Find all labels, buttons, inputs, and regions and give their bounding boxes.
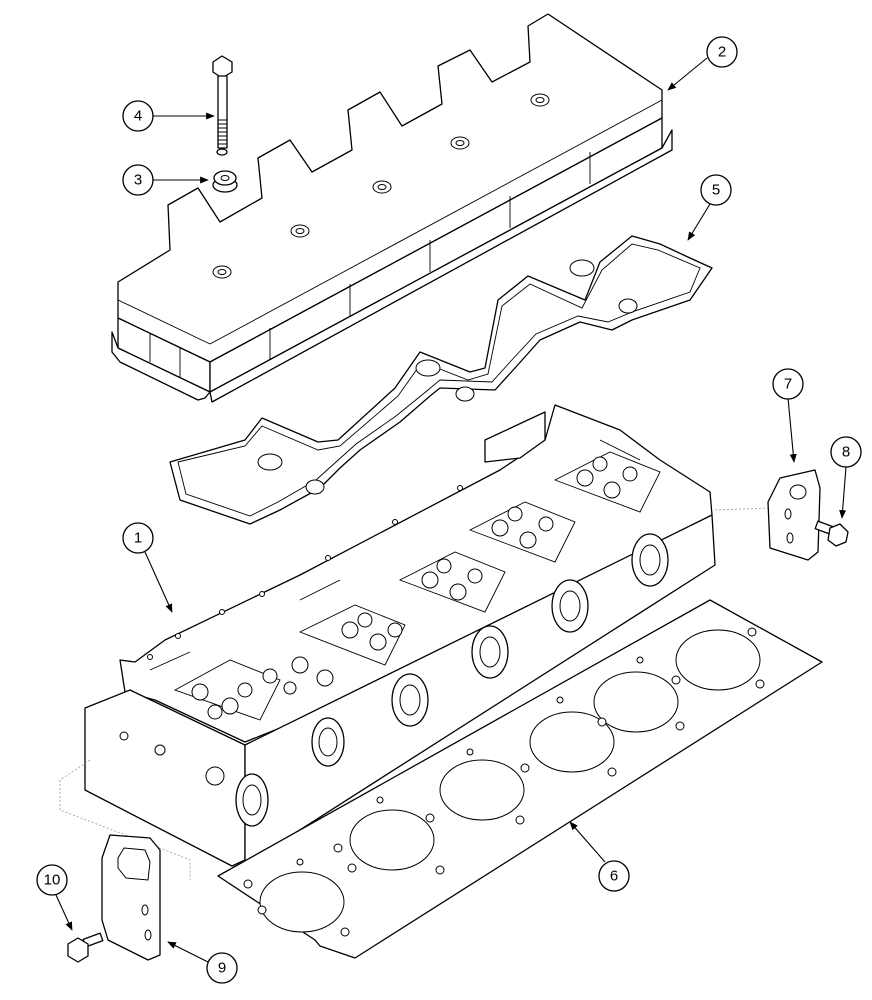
cylinder-head-part xyxy=(59,404,771,880)
callout-8-label: 8 xyxy=(842,444,850,461)
callout-10: 10 xyxy=(36,864,73,931)
callout-7: 7 xyxy=(772,368,804,463)
head-gasket-part xyxy=(217,599,823,959)
callout-4-label: 4 xyxy=(134,108,142,125)
callout-5-label: 5 xyxy=(712,182,720,199)
bolt-part xyxy=(212,55,233,156)
callout-3-label: 3 xyxy=(134,172,142,189)
callout-1: 1 xyxy=(122,522,173,613)
callout-6-label: 6 xyxy=(610,868,618,885)
grommet-part xyxy=(212,170,238,193)
valve-cover-gasket-part xyxy=(169,235,713,525)
callout-2-label: 2 xyxy=(718,44,726,61)
callout-10-label: 10 xyxy=(44,872,61,889)
callout-3: 3 xyxy=(122,164,209,196)
callout-8: 8 xyxy=(830,436,862,519)
callout-9: 9 xyxy=(167,941,238,984)
callout-9-label: 9 xyxy=(218,960,226,977)
bracket-bolt-right-part xyxy=(814,520,849,547)
bracket-bolt-left-part xyxy=(67,932,104,963)
callout-6: 6 xyxy=(569,821,630,892)
callout-5: 5 xyxy=(687,174,732,241)
valve-cover-part xyxy=(111,13,673,403)
lifting-bracket-right-part xyxy=(767,469,821,561)
callout-4: 4 xyxy=(122,100,215,132)
callout-7-label: 7 xyxy=(784,376,792,393)
callout-2: 2 xyxy=(667,36,738,91)
callout-1-label: 1 xyxy=(134,530,142,547)
lifting-bracket-left-part xyxy=(101,834,161,961)
